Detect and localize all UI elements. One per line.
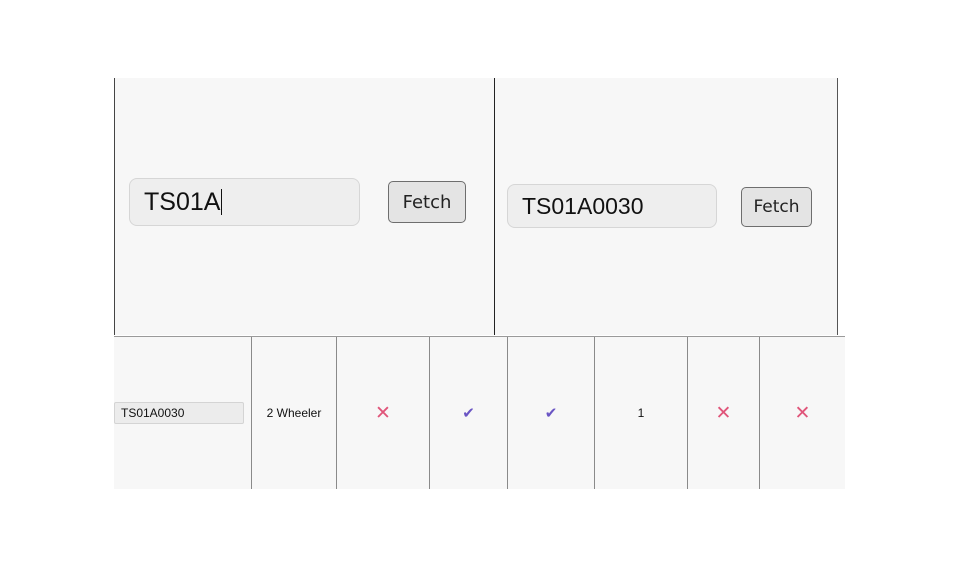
left-panel: TS01A Fetch	[114, 78, 496, 335]
table-row: TS01A0030 2 Wheeler ✕ ✔ ✔ 1 ✕ ✕	[114, 336, 845, 489]
right-panel: TS01A0030 Fetch	[495, 78, 838, 335]
cross-icon: ✕	[375, 402, 391, 424]
text-caret	[221, 189, 223, 215]
status-cell-4: ✕	[688, 337, 760, 489]
status-cell-3: ✔	[508, 337, 595, 489]
check-icon: ✔	[544, 404, 558, 422]
fetch-button-right[interactable]: Fetch	[741, 187, 812, 227]
vin-input-right-value: TS01A0030	[522, 192, 644, 219]
status-cell-2: ✔	[430, 337, 508, 489]
count-cell: 1	[595, 337, 688, 489]
fetch-button-left[interactable]: Fetch	[388, 181, 466, 223]
status-cell-5: ✕	[760, 337, 845, 489]
vehicle-type-cell: 2 Wheeler	[252, 337, 337, 489]
vin-cell: TS01A0030	[114, 337, 252, 489]
vin-input-left-value: TS01A	[144, 187, 221, 216]
cross-icon: ✕	[715, 402, 732, 424]
cross-icon: ✕	[794, 402, 811, 424]
vin-input-right[interactable]: TS01A0030	[507, 184, 717, 228]
count-text: 1	[637, 406, 645, 420]
status-cell-1: ✕	[337, 337, 430, 489]
vin-input-left[interactable]: TS01A	[129, 178, 360, 226]
vin-cell-field[interactable]: TS01A0030	[114, 402, 244, 424]
check-icon: ✔	[462, 404, 475, 422]
vehicle-type-text: 2 Wheeler	[266, 406, 322, 420]
